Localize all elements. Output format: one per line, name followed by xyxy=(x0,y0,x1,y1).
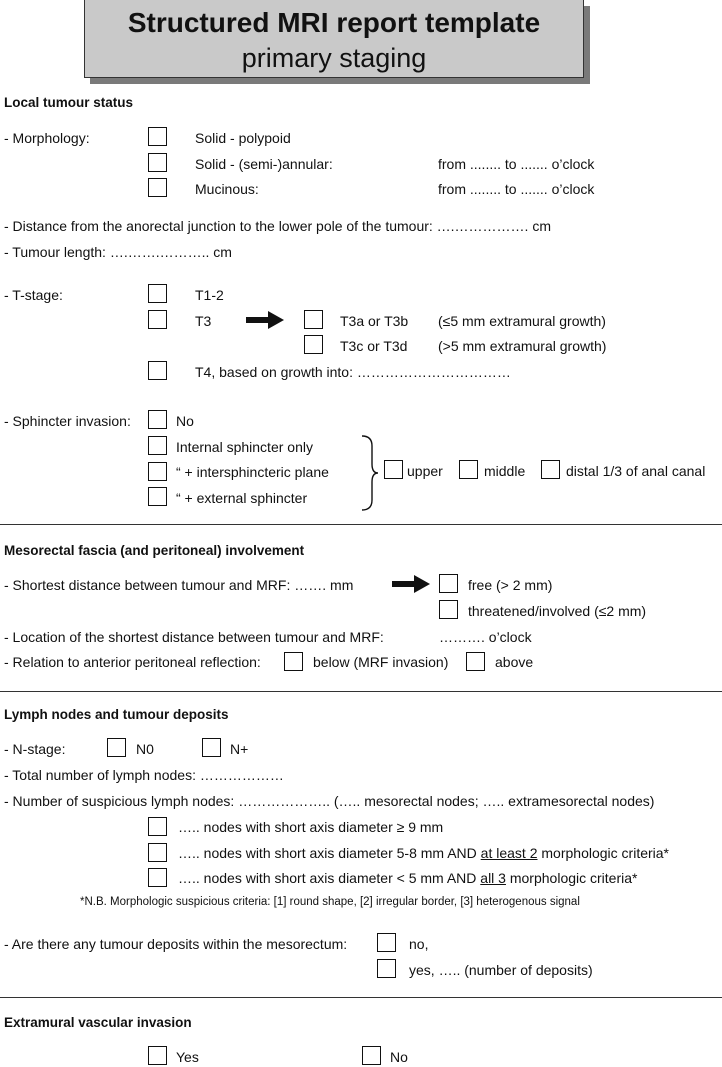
peritoneal-relation-label: - Relation to anterior peritoneal reflec… xyxy=(4,654,261,670)
checkbox-emvi-yes[interactable] xyxy=(148,1046,167,1065)
semi-annular-clock: from ........ to ....... o’clock xyxy=(438,156,595,172)
checkbox-t3ab[interactable] xyxy=(304,310,323,329)
mrf-location-value: ………. o’clock xyxy=(439,629,532,645)
t3-label: T3 xyxy=(195,313,212,329)
section-divider xyxy=(0,997,722,998)
below-label: below (MRF invasion) xyxy=(313,654,449,670)
arrow-right-icon xyxy=(392,575,430,593)
section-divider xyxy=(0,524,722,525)
checkbox-internal-sphincter[interactable] xyxy=(148,436,167,455)
page-title: Structured MRI report template xyxy=(127,7,541,38)
checkbox-t12[interactable] xyxy=(148,284,167,303)
external-sphincter-label: “ + external sphincter xyxy=(176,490,308,506)
nplus-label: N+ xyxy=(230,741,249,757)
crit-under-5mm-text-b: morphologic criteria* xyxy=(505,870,638,886)
sphincter-label: - Sphincter invasion: xyxy=(4,413,131,429)
mrf-location: - Location of the shortest distance betw… xyxy=(4,629,384,645)
mucinous-label: Mucinous: xyxy=(195,181,259,197)
crit-5-8mm-label: ….. nodes with short axis diameter 5-8 m… xyxy=(178,845,669,861)
checkbox-mrf-threatened[interactable] xyxy=(439,600,458,619)
solid-polypoid-label: Solid - polypoid xyxy=(195,130,291,146)
crit-under-5mm-label: ….. nodes with short axis diameter < 5 m… xyxy=(178,870,637,886)
t3cd-label: T3c or T3d xyxy=(340,338,408,354)
checkbox-t3cd[interactable] xyxy=(304,335,323,354)
crit-9mm-label: ….. nodes with short axis diameter ≥ 9 m… xyxy=(178,819,444,835)
mrf-shortest-distance: - Shortest distance between tumour and M… xyxy=(4,577,354,593)
checkbox-semi-annular[interactable] xyxy=(148,153,167,172)
checkbox-t4[interactable] xyxy=(148,361,167,380)
checkbox-distal[interactable] xyxy=(541,460,560,479)
arrow-right-icon xyxy=(246,311,284,329)
above-label: above xyxy=(495,654,534,670)
crit-5-8mm-text-b: morphologic criteria* xyxy=(537,845,669,861)
distal-label: distal 1/3 of anal canal xyxy=(566,463,706,479)
total-nodes-line: - Total number of lymph nodes: ……………… xyxy=(4,767,284,783)
morphology-label: - Morphology: xyxy=(4,130,90,146)
checkbox-mucinous[interactable] xyxy=(148,178,167,197)
internal-sphincter-label: Internal sphincter only xyxy=(176,439,313,455)
intersphincteric-label: “ + intersphincteric plane xyxy=(176,464,329,480)
checkbox-deposits-no[interactable] xyxy=(377,933,396,952)
distance-line: - Distance from the anorectal junction t… xyxy=(4,218,551,234)
title-box: Structured MRI report template primary s… xyxy=(84,0,584,78)
semi-annular-label: Solid - (semi-)annular: xyxy=(195,156,333,172)
checkbox-sphincter-no[interactable] xyxy=(148,410,167,429)
t3ab-note: (≤5 mm extramural growth) xyxy=(438,313,606,329)
mucinous-clock: from ........ to ....... o’clock xyxy=(438,181,595,197)
mrf-free-label: free (> 2 mm) xyxy=(468,577,553,593)
section-heading-nodes: Lymph nodes and tumour deposits xyxy=(4,707,229,722)
suspicious-nodes-line: - Number of suspicious lymph nodes: …………… xyxy=(4,793,655,809)
section-heading-emvi: Extramural vascular invasion xyxy=(4,1015,192,1030)
emvi-no-label: No xyxy=(390,1049,408,1065)
section-heading-mrf: Mesorectal fascia (and peritoneal) invol… xyxy=(4,543,305,558)
checkbox-mrf-free[interactable] xyxy=(439,574,458,593)
tstage-label: - T-stage: xyxy=(4,287,63,303)
checkbox-n0[interactable] xyxy=(107,738,126,757)
middle-label: middle xyxy=(484,463,526,479)
checkbox-nplus[interactable] xyxy=(202,738,221,757)
right-brace-icon xyxy=(361,435,379,511)
crit-5-8mm-text-a: ….. nodes with short axis diameter 5-8 m… xyxy=(178,845,481,861)
checkbox-deposits-yes[interactable] xyxy=(377,959,396,978)
t4-label: T4, based on growth into: …………………………… xyxy=(195,364,511,380)
n0-label: N0 xyxy=(136,741,154,757)
t3cd-note: (>5 mm extramural growth) xyxy=(438,338,607,354)
checkbox-intersphincteric[interactable] xyxy=(148,462,167,481)
checkbox-crit-9mm[interactable] xyxy=(148,817,167,836)
crit-under-5mm-text-a: ….. nodes with short axis diameter < 5 m… xyxy=(178,870,481,886)
deposits-yes-label: yes, ….. (number of deposits) xyxy=(409,962,593,978)
mrf-threatened-label: threatened/involved (≤2 mm) xyxy=(468,603,647,619)
section-divider xyxy=(0,691,722,692)
t12-label: T1-2 xyxy=(195,287,224,303)
deposits-no-label: no, xyxy=(409,936,429,952)
criteria-footnote: *N.B. Morphologic suspicious criteria: [… xyxy=(80,896,580,908)
page-subtitle: primary staging xyxy=(241,43,427,73)
checkbox-solid-polypoid[interactable] xyxy=(148,127,167,146)
checkbox-middle[interactable] xyxy=(459,460,478,479)
nstage-label: - N-stage: xyxy=(4,741,66,757)
checkbox-upper[interactable] xyxy=(384,460,403,479)
checkbox-external-sphincter[interactable] xyxy=(148,487,167,506)
checkbox-emvi-no[interactable] xyxy=(362,1046,381,1065)
length-line: - Tumour length: ….…….……….. cm xyxy=(4,244,232,260)
checkbox-below[interactable] xyxy=(284,652,303,671)
checkbox-crit-under-5mm[interactable] xyxy=(148,868,167,887)
crit-under-5mm-emphasis: all 3 xyxy=(480,870,506,886)
t3ab-label: T3a or T3b xyxy=(340,313,409,329)
deposits-question: - Are there any tumour deposits within t… xyxy=(4,936,348,952)
section-heading-local: Local tumour status xyxy=(4,95,134,110)
checkbox-t3[interactable] xyxy=(148,310,167,329)
emvi-yes-label: Yes xyxy=(176,1049,199,1065)
checkbox-above[interactable] xyxy=(466,652,485,671)
checkbox-crit-5-8mm[interactable] xyxy=(148,843,167,862)
crit-5-8mm-emphasis: at least 2 xyxy=(480,845,538,861)
upper-label: upper xyxy=(407,463,443,479)
sphincter-no-label: No xyxy=(176,413,194,429)
